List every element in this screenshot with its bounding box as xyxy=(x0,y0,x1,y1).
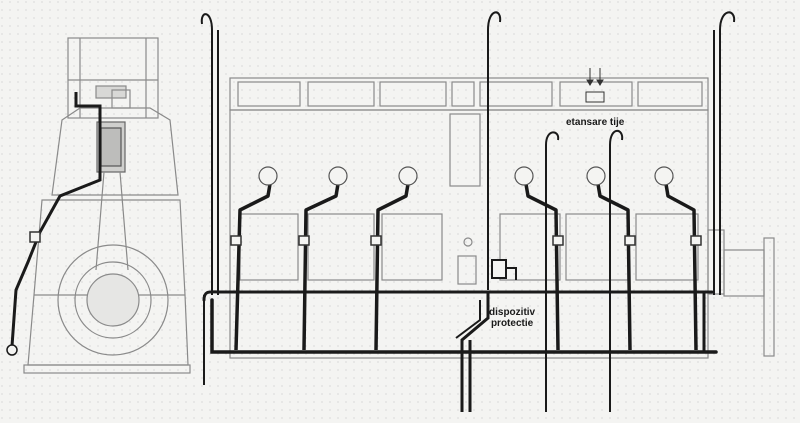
cylinder-block xyxy=(51,107,179,196)
end-view-pipe-fitting xyxy=(29,231,41,243)
protection-device xyxy=(455,259,517,412)
crank-circle-outer xyxy=(57,244,169,356)
vent-pipe-hook-3 xyxy=(719,11,736,31)
engine-end-view xyxy=(23,37,191,374)
vent-pipes xyxy=(200,11,736,412)
branch-pipe-3 xyxy=(374,183,410,351)
branch-bulbs xyxy=(258,166,674,186)
vent-pipe-hook-4 xyxy=(545,131,560,146)
upper-header-pipe xyxy=(202,290,714,302)
vent-pipe-hook-5 xyxy=(609,129,624,146)
branch-pipe-6 xyxy=(664,183,698,351)
end-view-pipe-end xyxy=(6,344,18,356)
end-view-top-frame xyxy=(67,37,159,119)
branch-pipe-5 xyxy=(596,183,632,351)
rod-seal-arrows xyxy=(585,68,605,103)
branch-fittings xyxy=(230,235,702,246)
end-view-pipe xyxy=(10,92,102,347)
vent-pipe-hook-2 xyxy=(487,11,502,31)
cylinder-branch-pipes xyxy=(234,183,698,351)
header-pipes xyxy=(202,290,718,354)
protection-device-label-line2: protectie xyxy=(490,318,534,329)
branch-pipe-2 xyxy=(302,183,340,351)
branch-pipe-4 xyxy=(524,183,560,351)
vent-pipe-hook-1 xyxy=(200,13,213,31)
protection-device-label-line1: dispozitiv xyxy=(489,307,536,318)
lower-header-pipe xyxy=(210,298,718,354)
protection-device-label: dispozitiv protectie xyxy=(489,307,535,329)
rod-seal-label: etansare tije xyxy=(566,117,625,128)
branch-pipe-1 xyxy=(234,183,272,351)
